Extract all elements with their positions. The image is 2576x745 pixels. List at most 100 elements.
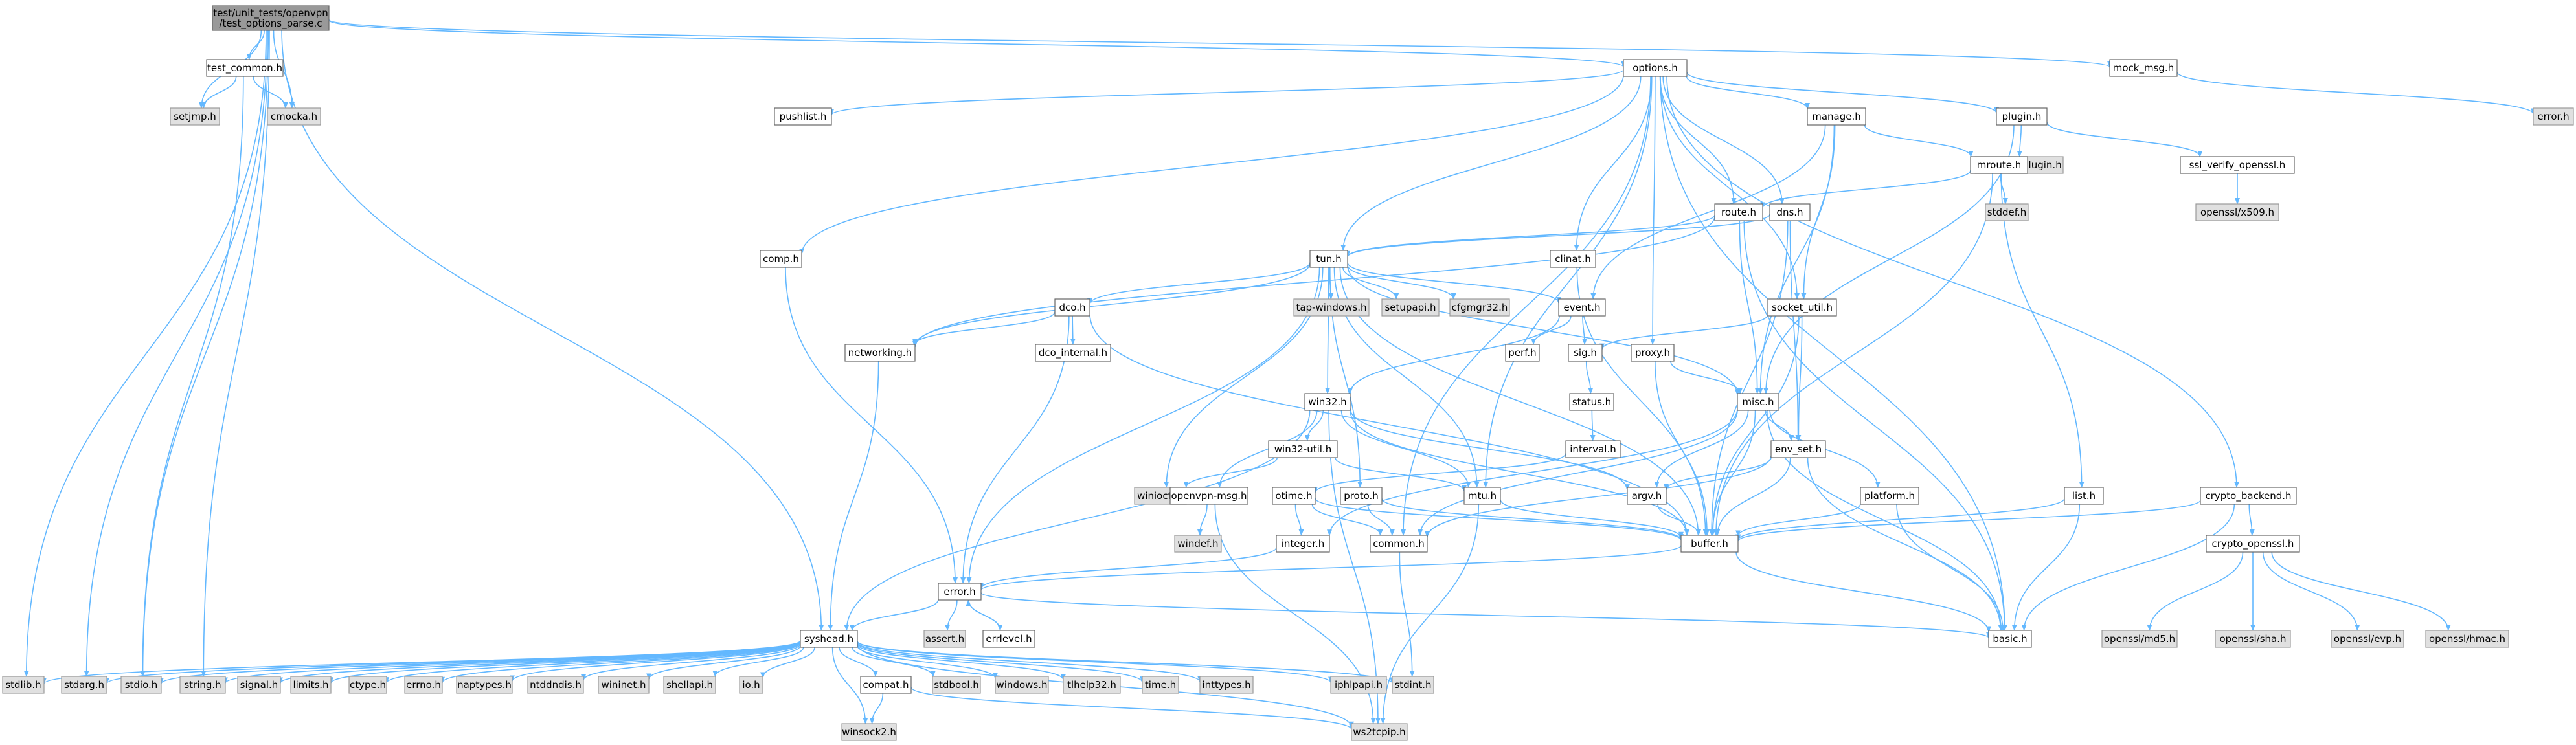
node-inttypes[interactable]: inttypes.h (1199, 676, 1254, 694)
node-stdint[interactable]: stdint.h (1392, 676, 1434, 694)
node-proto[interactable]: proto.h (1340, 487, 1383, 505)
node-naptypes[interactable]: naptypes.h (456, 676, 513, 694)
node-clinat[interactable]: clinat.h (1550, 250, 1596, 268)
node-status[interactable]: status.h (1569, 393, 1614, 411)
node-networking[interactable]: networking.h (844, 344, 916, 362)
node-box (1505, 344, 1540, 362)
edge-win32-to-syshead (844, 410, 1311, 631)
node-tlhelp32[interactable]: tlhelp32.h (1063, 676, 1121, 694)
node-stdlib[interactable]: stdlib.h (2, 676, 45, 694)
node-x509[interactable]: openssl/x509.h (2195, 203, 2279, 221)
node-dns[interactable]: dns.h (1769, 203, 1811, 221)
edge-syshead-to-compat (839, 647, 878, 677)
node-dco[interactable]: dco.h (1054, 298, 1090, 317)
edge-misc-to-common (1417, 410, 1738, 536)
node-label: limits.h (293, 679, 328, 691)
node-label: error.h (2537, 111, 2569, 122)
node-sig[interactable]: sig.h (1568, 344, 1603, 362)
node-io[interactable]: io.h (739, 676, 763, 694)
edge-proxy-to-buffer (1655, 361, 1710, 536)
node-event[interactable]: event.h (1558, 298, 1606, 317)
node-test-common[interactable]: test_common.h (206, 59, 284, 77)
node-md5[interactable]: openssl/md5.h (2101, 630, 2178, 648)
edge-dns-to-tun (1345, 214, 1770, 258)
node-assert[interactable]: assert.h (923, 630, 966, 648)
node-compat[interactable]: compat.h (860, 676, 912, 694)
node-tap-windows[interactable]: tap-windows.h (1293, 298, 1370, 317)
node-hmac[interactable]: openssl/hmac.h (2425, 630, 2509, 648)
node-ssl-verify[interactable]: ssl_verify_openssl.h (2180, 156, 2295, 174)
node-error[interactable]: error.h (938, 583, 982, 601)
node-dco-internal[interactable]: dco_internal.h (1035, 344, 1111, 362)
edge-list-to-buffer (1735, 498, 2065, 541)
node-integer[interactable]: integer.h (1276, 535, 1330, 553)
node-comp[interactable]: comp.h (760, 250, 802, 268)
node-pushlist[interactable]: pushlist.h (774, 107, 832, 126)
node-openvpn-msg[interactable]: openvpn-msg.h (1169, 487, 1248, 505)
node-iphlpapi[interactable]: iphlpapi.h (1330, 676, 1387, 694)
node-crypto-backend[interactable]: crypto_backend.h (2200, 487, 2297, 505)
node-win32-util[interactable]: win32-util.h (1268, 440, 1338, 458)
node-env-set[interactable]: env_set.h (1770, 440, 1826, 458)
node-label: setjmp.h (174, 111, 216, 122)
node-misc[interactable]: misc.h (1737, 393, 1779, 411)
node-ntddndis[interactable]: ntddndis.h (527, 676, 584, 694)
node-perf[interactable]: perf.h (1505, 344, 1540, 362)
node-stdio[interactable]: stdio.h (120, 676, 162, 694)
node-wininet[interactable]: wininet.h (598, 676, 650, 694)
node-manage[interactable]: manage.h (1807, 107, 1866, 126)
node-box (2, 676, 45, 694)
node-route[interactable]: route.h (1714, 203, 1763, 221)
node-options[interactable]: options.h (1623, 59, 1688, 77)
node-box (1272, 487, 1316, 505)
node-box (1714, 203, 1763, 221)
node-errlevel[interactable]: errlevel.h (982, 630, 1035, 648)
node-evp[interactable]: openssl/evp.h (2331, 630, 2404, 648)
node-syshead[interactable]: syshead.h (800, 630, 858, 648)
node-shellapi[interactable]: shellapi.h (663, 676, 716, 694)
node-common[interactable]: common.h (1370, 535, 1428, 553)
node-tun[interactable]: tun.h (1309, 250, 1348, 268)
node-ws2tcpip[interactable]: ws2tcpip.h (1351, 723, 1408, 741)
node-crypto-openssl[interactable]: crypto_openssl.h (2206, 535, 2300, 553)
node-string[interactable]: string.h (179, 676, 226, 694)
edge-crypto_backend-to-basic (2021, 504, 2235, 631)
node-cfgmgr32[interactable]: cfgmgr32.h (1449, 298, 1510, 317)
node-time[interactable]: time.h (1142, 676, 1179, 694)
node-limits[interactable]: limits.h (290, 676, 332, 694)
node-error-top[interactable]: error.h (2533, 107, 2574, 126)
node-winsock2[interactable]: winsock2.h (841, 723, 897, 741)
node-socket-util[interactable]: socket_util.h (1767, 298, 1837, 317)
node-plugin[interactable]: plugin.h (1996, 107, 2048, 126)
node-setupapi[interactable]: setupapi.h (1381, 298, 1440, 317)
node-mtu[interactable]: mtu.h (1463, 487, 1501, 505)
node-label: syshead.h (804, 633, 853, 645)
node-mroute[interactable]: mroute.h (1970, 156, 2028, 174)
node-win32[interactable]: win32.h (1304, 393, 1351, 411)
node-windef[interactable]: windef.h (1174, 535, 1222, 553)
node-list[interactable]: list.h (2064, 487, 2104, 505)
node-basic[interactable]: basic.h (1988, 630, 2032, 648)
node-label: test_common.h (207, 62, 282, 74)
node-windows[interactable]: windows.h (995, 676, 1049, 694)
node-sha[interactable]: openssl/sha.h (2215, 630, 2291, 648)
node-argv[interactable]: argv.h (1627, 487, 1667, 505)
node-otime[interactable]: otime.h (1272, 487, 1316, 505)
node-signal[interactable]: signal.h (237, 676, 281, 694)
edge-integer-to-error (978, 547, 1277, 590)
node-ctype[interactable]: ctype.h (348, 676, 387, 694)
node-buffer[interactable]: buffer.h (1680, 535, 1739, 553)
node-cmocka[interactable]: cmocka.h (267, 107, 321, 126)
node-mock-msg[interactable]: mock_msg.h (2109, 59, 2178, 77)
node-platform[interactable]: platform.h (1860, 487, 1919, 505)
node-stdbool[interactable]: stdbool.h (932, 676, 981, 694)
node-proxy[interactable]: proxy.h (1631, 344, 1675, 362)
node-label: openssl/md5.h (2104, 633, 2175, 645)
node-setjmp[interactable]: setjmp.h (170, 107, 220, 126)
node-stdarg[interactable]: stdarg.h (61, 676, 107, 694)
node-interval[interactable]: interval.h (1565, 440, 1621, 458)
node-stddef[interactable]: stddef.h (1985, 203, 2029, 221)
node-root[interactable]: test/unit_tests/openvpn/test_options_par… (212, 5, 330, 31)
edge-syshead-to-limits (328, 641, 801, 684)
node-errno[interactable]: errno.h (404, 676, 443, 694)
